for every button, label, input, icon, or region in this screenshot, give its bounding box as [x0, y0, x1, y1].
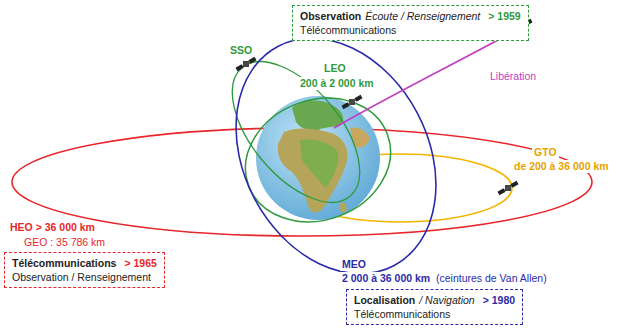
orbit-name: HEO > 36 000 km [8, 221, 97, 234]
application-box: Localisation / Navigation > 1980Télécommun… [346, 289, 523, 325]
earth [256, 96, 380, 220]
orbit-name: MEO [340, 258, 368, 271]
text-line: Télécommunications > 1965 [12, 256, 157, 270]
box-text: Observation / Renseignement [12, 271, 151, 283]
orbit-name: LEO [322, 62, 348, 75]
box-text: > 1959 [488, 10, 520, 22]
altitude-value: GEO : 35 786 km [22, 236, 107, 249]
altitude-range: de 200 à 36 000 km [512, 160, 611, 173]
box-text: / Navigation [419, 294, 474, 306]
box-text: Télécommunications [354, 308, 450, 320]
box-text: Observation [300, 10, 361, 22]
altitude-note: (ceintures de Van Allen) [434, 272, 549, 285]
altitude-range: 2 000 à 36 000 km [340, 272, 432, 285]
box-text: Télécommunications [12, 257, 116, 269]
box-text: > 1980 [483, 294, 515, 306]
application-box: Observation Écoute / Renseignement > 1959T… [292, 5, 529, 41]
text-line: Observation Écoute / Renseignement > 1959 [300, 9, 521, 23]
trajectory-name: Libération [488, 70, 538, 83]
text-line: Télécommunications [300, 23, 521, 37]
text-line: Localisation / Navigation > 1980 [354, 293, 515, 307]
box-text: Localisation [354, 294, 415, 306]
text-line: Télécommunications [354, 307, 515, 321]
box-text: Télécommunications [300, 24, 396, 36]
box-text: > 1965 [124, 257, 156, 269]
orbit-name: SSO [228, 44, 254, 57]
box-text: Écoute / Renseignement [365, 10, 480, 22]
orbit-name: GTO [532, 146, 559, 159]
application-box: Télécommunications > 1965Observation / Re… [4, 252, 165, 288]
text-line: Observation / Renseignement [12, 270, 157, 284]
altitude-range: 200 à 2 000 km [298, 77, 376, 90]
